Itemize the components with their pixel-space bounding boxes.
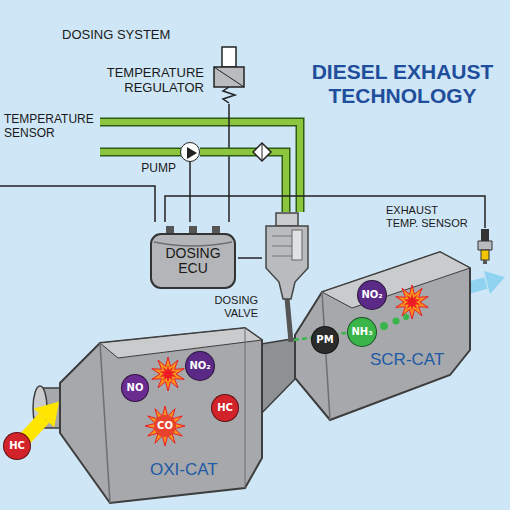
diagram-title: DIESEL EXHAUST TECHNOLOGY — [300, 60, 505, 108]
molecule-label: HC — [9, 441, 25, 451]
oxi-catalyst-label: OXI-CAT — [150, 460, 218, 480]
system-label: DOSING SYSTEM — [62, 28, 202, 43]
molecule-label: NO₂ — [361, 290, 382, 300]
co-molecule: CO — [145, 406, 185, 446]
exhaust-temp-sensor-shape — [476, 228, 494, 264]
no2-molecule: NO₂ — [357, 280, 387, 310]
nh3-molecule: NH₃ — [347, 317, 377, 347]
scr-catalyst-label: SCR-CAT — [370, 350, 444, 370]
signal-wire — [238, 258, 262, 259]
filter-symbol — [253, 143, 271, 161]
no2-molecule: NO₂ — [185, 351, 215, 381]
exhaust-temp-sensor-label: EXHAUST TEMP. SENSOR — [386, 204, 472, 229]
supply-pipes — [100, 122, 300, 212]
temperature-regulator-label: TEMPERATURE REGULATOR — [94, 66, 204, 96]
sensor-label: TEMPERATURE SENSOR — [4, 113, 96, 141]
molecule-label: NH₃ — [351, 327, 372, 337]
scr-catalyst: SCR-CAT NO₂ PM NH₃ — [280, 240, 475, 430]
pump-label: PUMP — [140, 161, 177, 175]
scr-catalyst-shape — [280, 240, 475, 430]
dosing-valve-shape — [262, 212, 312, 300]
no-molecule: NO — [121, 374, 149, 402]
molecule-label: NO — [127, 383, 144, 393]
hc-molecule: HC — [3, 432, 31, 460]
hc-molecule: HC — [211, 394, 239, 422]
temperature-regulator-shape — [212, 46, 246, 104]
oxi-catalyst: OXI-CAT NO NO₂ HC CO — [40, 308, 270, 508]
dosing-ecu: DOSING ECU — [148, 222, 238, 290]
signal-wire — [229, 104, 230, 222]
fluid-pipe — [200, 152, 286, 212]
molecule-label: PM — [316, 335, 333, 345]
dosing-valve-label: DOSING VALVE — [198, 294, 258, 319]
dosing-nozzle — [287, 298, 291, 342]
dosing-ecu-label: DOSING ECU — [160, 246, 226, 277]
sensor-wire — [0, 186, 155, 222]
pump-shape — [181, 143, 198, 160]
molecule-label: HC — [217, 403, 233, 413]
molecule-label: CO — [157, 421, 173, 431]
dosing-valve: DOSING VALVE — [262, 212, 312, 300]
pump: PUMP — [180, 142, 200, 162]
pm-particle: PM — [311, 326, 339, 354]
signal-wire — [190, 162, 191, 222]
exhaust-temp-sensor: EXHAUST TEMP. SENSOR — [476, 228, 494, 264]
molecule-label: NO₂ — [189, 361, 210, 371]
temperature-regulator: TEMPERATURE REGULATOR — [212, 46, 246, 104]
